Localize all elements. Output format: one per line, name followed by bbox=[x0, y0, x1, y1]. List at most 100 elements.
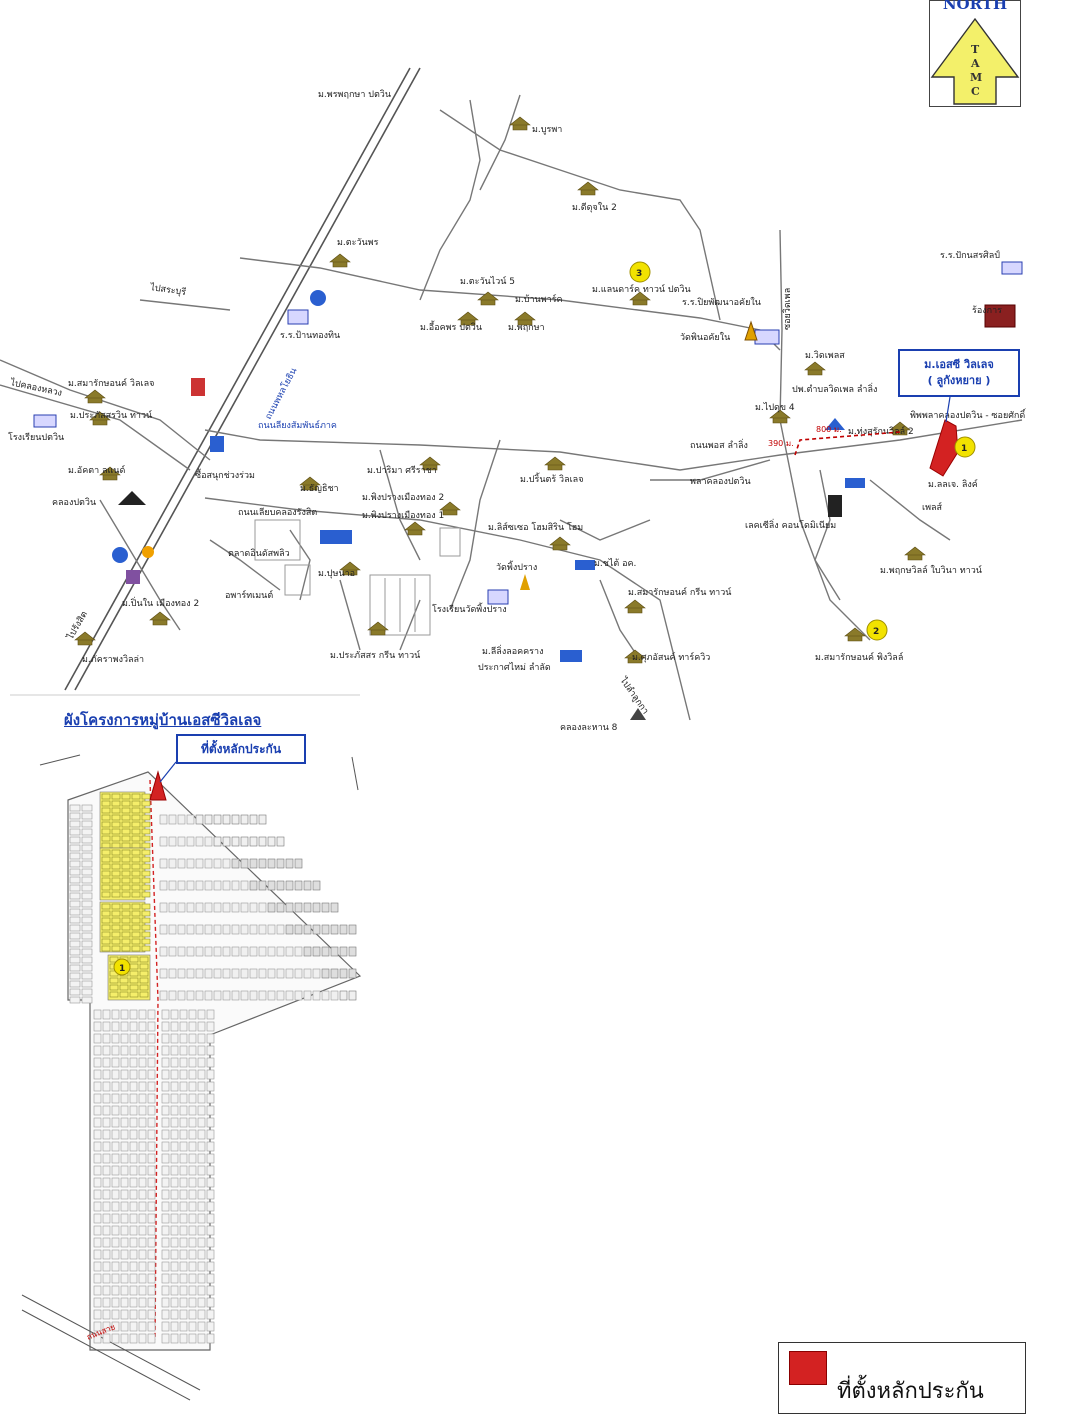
plot-lot bbox=[81, 964, 93, 972]
plot-lot bbox=[267, 968, 276, 979]
plot-lot bbox=[197, 1237, 206, 1248]
plot-lot bbox=[321, 968, 330, 979]
place-label: พลาคลองปตวิน bbox=[690, 476, 751, 487]
plot-lot bbox=[131, 884, 141, 891]
plot-lot bbox=[222, 924, 231, 935]
plot-lot bbox=[348, 968, 357, 979]
plot-lot bbox=[138, 1153, 147, 1164]
plot-lot bbox=[111, 828, 121, 835]
plot-lot bbox=[129, 1069, 138, 1080]
place-label: ม.ปิ่นใน เมืองทอง 2 bbox=[122, 596, 199, 609]
plot-lot bbox=[102, 1225, 111, 1236]
plot-lot bbox=[188, 1213, 197, 1224]
place-label: คลองปตวิน bbox=[52, 497, 96, 508]
house-icon bbox=[439, 501, 461, 516]
plot-lot bbox=[111, 1249, 120, 1260]
plot-lot bbox=[93, 1261, 102, 1272]
plot-lot bbox=[141, 870, 151, 877]
plot-lot bbox=[179, 1009, 188, 1020]
plot-lot bbox=[69, 860, 81, 868]
project-plan: 1 ถนนสาย bbox=[21, 754, 362, 1401]
plot-lot bbox=[121, 910, 131, 917]
plot-lot bbox=[129, 1225, 138, 1236]
plot-lot bbox=[141, 945, 151, 952]
plot-lot bbox=[81, 868, 93, 876]
plot-lot bbox=[170, 1033, 179, 1044]
plot-lot bbox=[120, 1129, 129, 1140]
plot-lot bbox=[141, 800, 151, 807]
plot-lot bbox=[170, 1009, 179, 1020]
house-icon bbox=[804, 361, 826, 376]
plot-lot bbox=[170, 1153, 179, 1164]
plot-lot bbox=[111, 1333, 120, 1344]
plot-lot bbox=[102, 1105, 111, 1116]
plot-lot bbox=[188, 1225, 197, 1236]
plot-lot bbox=[285, 968, 294, 979]
plot-lot bbox=[161, 1213, 170, 1224]
roundabout-icon bbox=[142, 546, 154, 558]
plot-lot bbox=[147, 1285, 156, 1296]
temple-icon bbox=[825, 418, 845, 430]
plot-lot bbox=[170, 1057, 179, 1068]
plot-lot bbox=[213, 880, 222, 891]
plot-lot bbox=[267, 990, 276, 1001]
plot-lot bbox=[206, 1009, 215, 1020]
plot-lot bbox=[81, 844, 93, 852]
north-letter: C bbox=[971, 85, 980, 98]
house-icon bbox=[514, 311, 536, 326]
plot-lot bbox=[222, 990, 231, 1001]
plot-lot bbox=[101, 800, 111, 807]
plot-lot bbox=[121, 863, 131, 870]
plot-lot bbox=[102, 1285, 111, 1296]
plot-lot bbox=[69, 868, 81, 876]
place-label: ประกาศไหม่ ลำลัด bbox=[478, 662, 551, 673]
plot-lot bbox=[81, 876, 93, 884]
plot-lot bbox=[206, 1165, 215, 1176]
plot-lot bbox=[120, 1177, 129, 1188]
plot-lot bbox=[111, 1069, 120, 1080]
plot-lot bbox=[147, 1177, 156, 1188]
property-callout: ม.เอสซี วิลเลจ ( ลูกังหยาย ) bbox=[898, 349, 1020, 397]
plot-lot bbox=[111, 1081, 120, 1092]
plot-lot bbox=[93, 1105, 102, 1116]
plot-lot bbox=[204, 836, 213, 847]
plot-lot bbox=[93, 1009, 102, 1020]
place-label: ม.สมารักษอนค์ กรีน ทาวน์ bbox=[628, 586, 732, 598]
place-label: ม.ศุภอัสนค์ ทาร์ควิว bbox=[632, 651, 710, 663]
plot-lot bbox=[147, 1321, 156, 1332]
plot-lot bbox=[186, 902, 195, 913]
house-icon bbox=[149, 611, 171, 626]
plot-lot bbox=[206, 1285, 215, 1296]
plot-lot bbox=[141, 821, 151, 828]
plot-lot bbox=[111, 938, 121, 945]
distance-label-1: 390 ม. bbox=[768, 439, 794, 448]
property-callout-line2: ( ลูกังหยาย ) bbox=[927, 374, 991, 387]
plot-lot bbox=[120, 1249, 129, 1260]
plot-lot bbox=[129, 1009, 138, 1020]
plot-lot bbox=[186, 924, 195, 935]
plot-lot bbox=[168, 858, 177, 869]
plot-lot bbox=[69, 972, 81, 980]
plot-lot bbox=[339, 946, 348, 957]
plot-lot bbox=[197, 1033, 206, 1044]
plot-lot bbox=[120, 1309, 129, 1320]
plot-lot bbox=[111, 910, 121, 917]
plot-lot bbox=[206, 1201, 215, 1212]
plot-lot bbox=[258, 968, 267, 979]
plot-lot bbox=[131, 800, 141, 807]
place-label: ร.ร.ปิยพัฒนาอคัยใน bbox=[682, 297, 761, 308]
plot-lot bbox=[186, 836, 195, 847]
distance-indicators: 390 ม. 800 ม. bbox=[768, 425, 901, 456]
plot-lot bbox=[120, 1117, 129, 1128]
plot-lot bbox=[111, 1189, 120, 1200]
plot-lot bbox=[147, 1081, 156, 1092]
plot-lot bbox=[131, 910, 141, 917]
plot-lot bbox=[188, 1285, 197, 1296]
plot-lot bbox=[141, 924, 151, 931]
plot-lot bbox=[170, 1237, 179, 1248]
plot-lot bbox=[249, 946, 258, 957]
plot-lot bbox=[321, 946, 330, 957]
plot-lot bbox=[111, 849, 121, 856]
plot-lot bbox=[119, 984, 129, 991]
road-label-4: ไปสระบุรี bbox=[149, 282, 187, 298]
